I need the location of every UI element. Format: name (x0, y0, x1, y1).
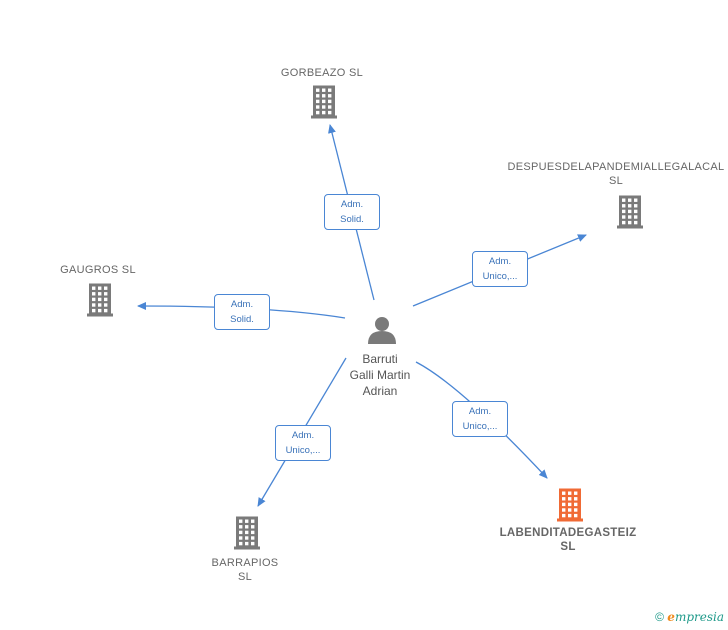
edge-label-line: Solid. (340, 214, 364, 225)
person-name-line-2: Galli Martin (349, 368, 411, 382)
company-label-gaugros[interactable]: GAUGROS SL (60, 263, 136, 277)
edge-label-line: Solid. (230, 314, 254, 325)
company-label-line: SL (608, 175, 624, 187)
company-label-line: BARRAPIOS (211, 557, 279, 569)
company-label-gorbeazo[interactable]: GORBEAZO SL (281, 66, 363, 80)
footer-brand[interactable]: © empresia (655, 610, 724, 624)
edge-label-line: Adm. (230, 299, 254, 310)
edge-label-despues[interactable]: Adm. Unico,... (472, 251, 528, 287)
edge-label-line: Adm. (340, 199, 364, 210)
edge-label-barrapios[interactable]: Adm. Unico,... (275, 425, 331, 461)
edge-label-line: Unico,... (482, 271, 518, 282)
person-name[interactable]: Barruti Galli Martin Adrian (350, 351, 411, 399)
company-label-barrapios[interactable]: BARRAPIOS SL (212, 556, 279, 584)
company-label-labendita[interactable]: LABENDITADEGASTEIZ SL (500, 526, 637, 554)
brand-logo: empresia (667, 610, 724, 624)
building-icon-labendita[interactable] (557, 488, 583, 522)
building-icon-barrapios[interactable] (234, 516, 260, 550)
edge-label-line: Adm. (488, 256, 512, 267)
building-icon-despues[interactable] (617, 195, 643, 229)
edge-label-labendita[interactable]: Adm. Unico,... (452, 401, 508, 437)
company-label-line: LABENDITADEGASTEIZ (499, 527, 637, 539)
nodes (87, 85, 643, 550)
edge-label-line: Unico,... (462, 421, 498, 432)
company-label-despues[interactable]: DESPUESDELAPANDEMIALLEGALACAL SL (508, 160, 725, 188)
edge-label-gorbeazo[interactable]: Adm. Solid. (324, 194, 380, 230)
company-label-line: GORBEAZO SL (280, 67, 364, 79)
person-icon[interactable] (368, 317, 396, 344)
person-name-line-3: Adrian (362, 384, 398, 398)
company-label-line: GAUGROS SL (60, 264, 136, 276)
company-label-line: DESPUESDELAPANDEMIALLEGALACAL (507, 161, 725, 173)
building-icon-gaugros[interactable] (87, 283, 113, 317)
edge-label-line: Adm. (291, 430, 315, 441)
building-icon-gorbeazo[interactable] (311, 85, 337, 119)
person-name-line-1: Barruti (362, 352, 398, 366)
edge-label-line: Unico,... (285, 445, 321, 456)
edge-label-line: Adm. (468, 406, 492, 417)
edge-label-gaugros[interactable]: Adm. Solid. (214, 294, 270, 330)
copyright-symbol: © (655, 610, 664, 624)
company-label-line: SL (237, 571, 253, 583)
company-label-line: SL (560, 541, 576, 553)
